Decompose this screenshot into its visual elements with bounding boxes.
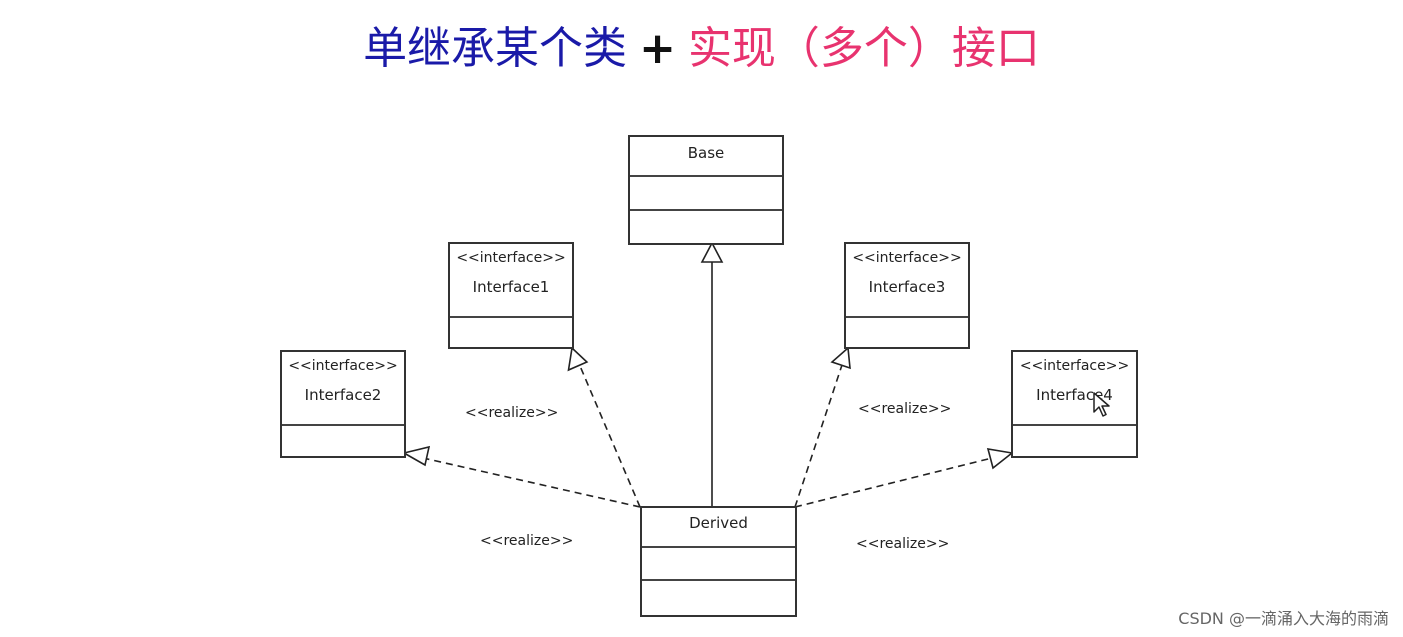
interface4-header: <<interface>> Interface4 (1013, 352, 1136, 426)
realization-line-interface1 (579, 365, 641, 508)
title-inheritance-text: 单继承某个类 (363, 23, 628, 74)
interface1-methods-section (450, 318, 572, 347)
interface1-name: Interface1 (472, 278, 550, 296)
interface4-stereotype: <<interface>> (1019, 358, 1130, 374)
generalization-arrowhead (700, 241, 724, 263)
class-base-name-section: Base (630, 137, 782, 177)
realization-line-interface2 (422, 457, 641, 508)
realize-label-interface1: <<realize>> (465, 405, 559, 421)
interface2-stereotype: <<interface>> (288, 358, 398, 374)
interface2-methods-section (282, 426, 404, 456)
class-derived-methods-section (642, 581, 795, 615)
interface2-box[interactable]: <<interface>> Interface2 (280, 350, 406, 458)
class-derived-name-section: Derived (642, 508, 795, 548)
realization-line-interface4 (794, 457, 993, 508)
mouse-pointer-icon (1093, 392, 1110, 417)
realize-label-interface2: <<realize>> (480, 533, 574, 549)
class-derived-name: Derived (689, 514, 748, 532)
realize-label-interface3: <<realize>> (858, 401, 952, 417)
interface2-header: <<interface>> Interface2 (282, 352, 404, 426)
interface2-name: Interface2 (304, 386, 382, 404)
class-base[interactable]: Base (628, 135, 784, 245)
interface3-stereotype: <<interface>> (852, 250, 962, 266)
slide-title: 单继承某个类+实现（多个）接口 (0, 12, 1403, 86)
title-interfaces-text: 实现（多个）接口 (687, 23, 1040, 74)
class-derived[interactable]: Derived (640, 506, 797, 617)
interface4-name: Interface4 (1036, 386, 1113, 404)
class-base-attributes-section (630, 177, 782, 211)
interface3-box[interactable]: <<interface>> Interface3 (844, 242, 970, 349)
interface1-header: <<interface>> Interface1 (450, 244, 572, 318)
class-base-methods-section (630, 211, 782, 243)
realization-arrowhead-interface3 (830, 346, 851, 370)
csdn-watermark: CSDN @一滴涌入大海的雨滴 (1178, 609, 1389, 628)
realization-arrowhead-interface1 (567, 346, 589, 372)
interface4-box[interactable]: <<interface>> Interface4 (1011, 350, 1138, 458)
title-plus-sign: + (639, 23, 676, 74)
interface3-header: <<interface>> Interface3 (846, 244, 968, 318)
interface1-box[interactable]: <<interface>> Interface1 (448, 242, 574, 349)
class-base-name: Base (687, 144, 725, 162)
interface3-name: Interface3 (868, 278, 946, 296)
interface1-stereotype: <<interface>> (456, 250, 566, 266)
realization-arrowhead-interface4 (986, 448, 1014, 470)
realization-line-interface3 (794, 364, 843, 508)
interface4-methods-section (1013, 426, 1136, 456)
interface3-methods-section (846, 318, 968, 347)
realization-arrowhead-interface2 (401, 445, 431, 467)
realize-label-interface4: <<realize>> (856, 536, 950, 552)
class-derived-attributes-section (642, 548, 795, 581)
